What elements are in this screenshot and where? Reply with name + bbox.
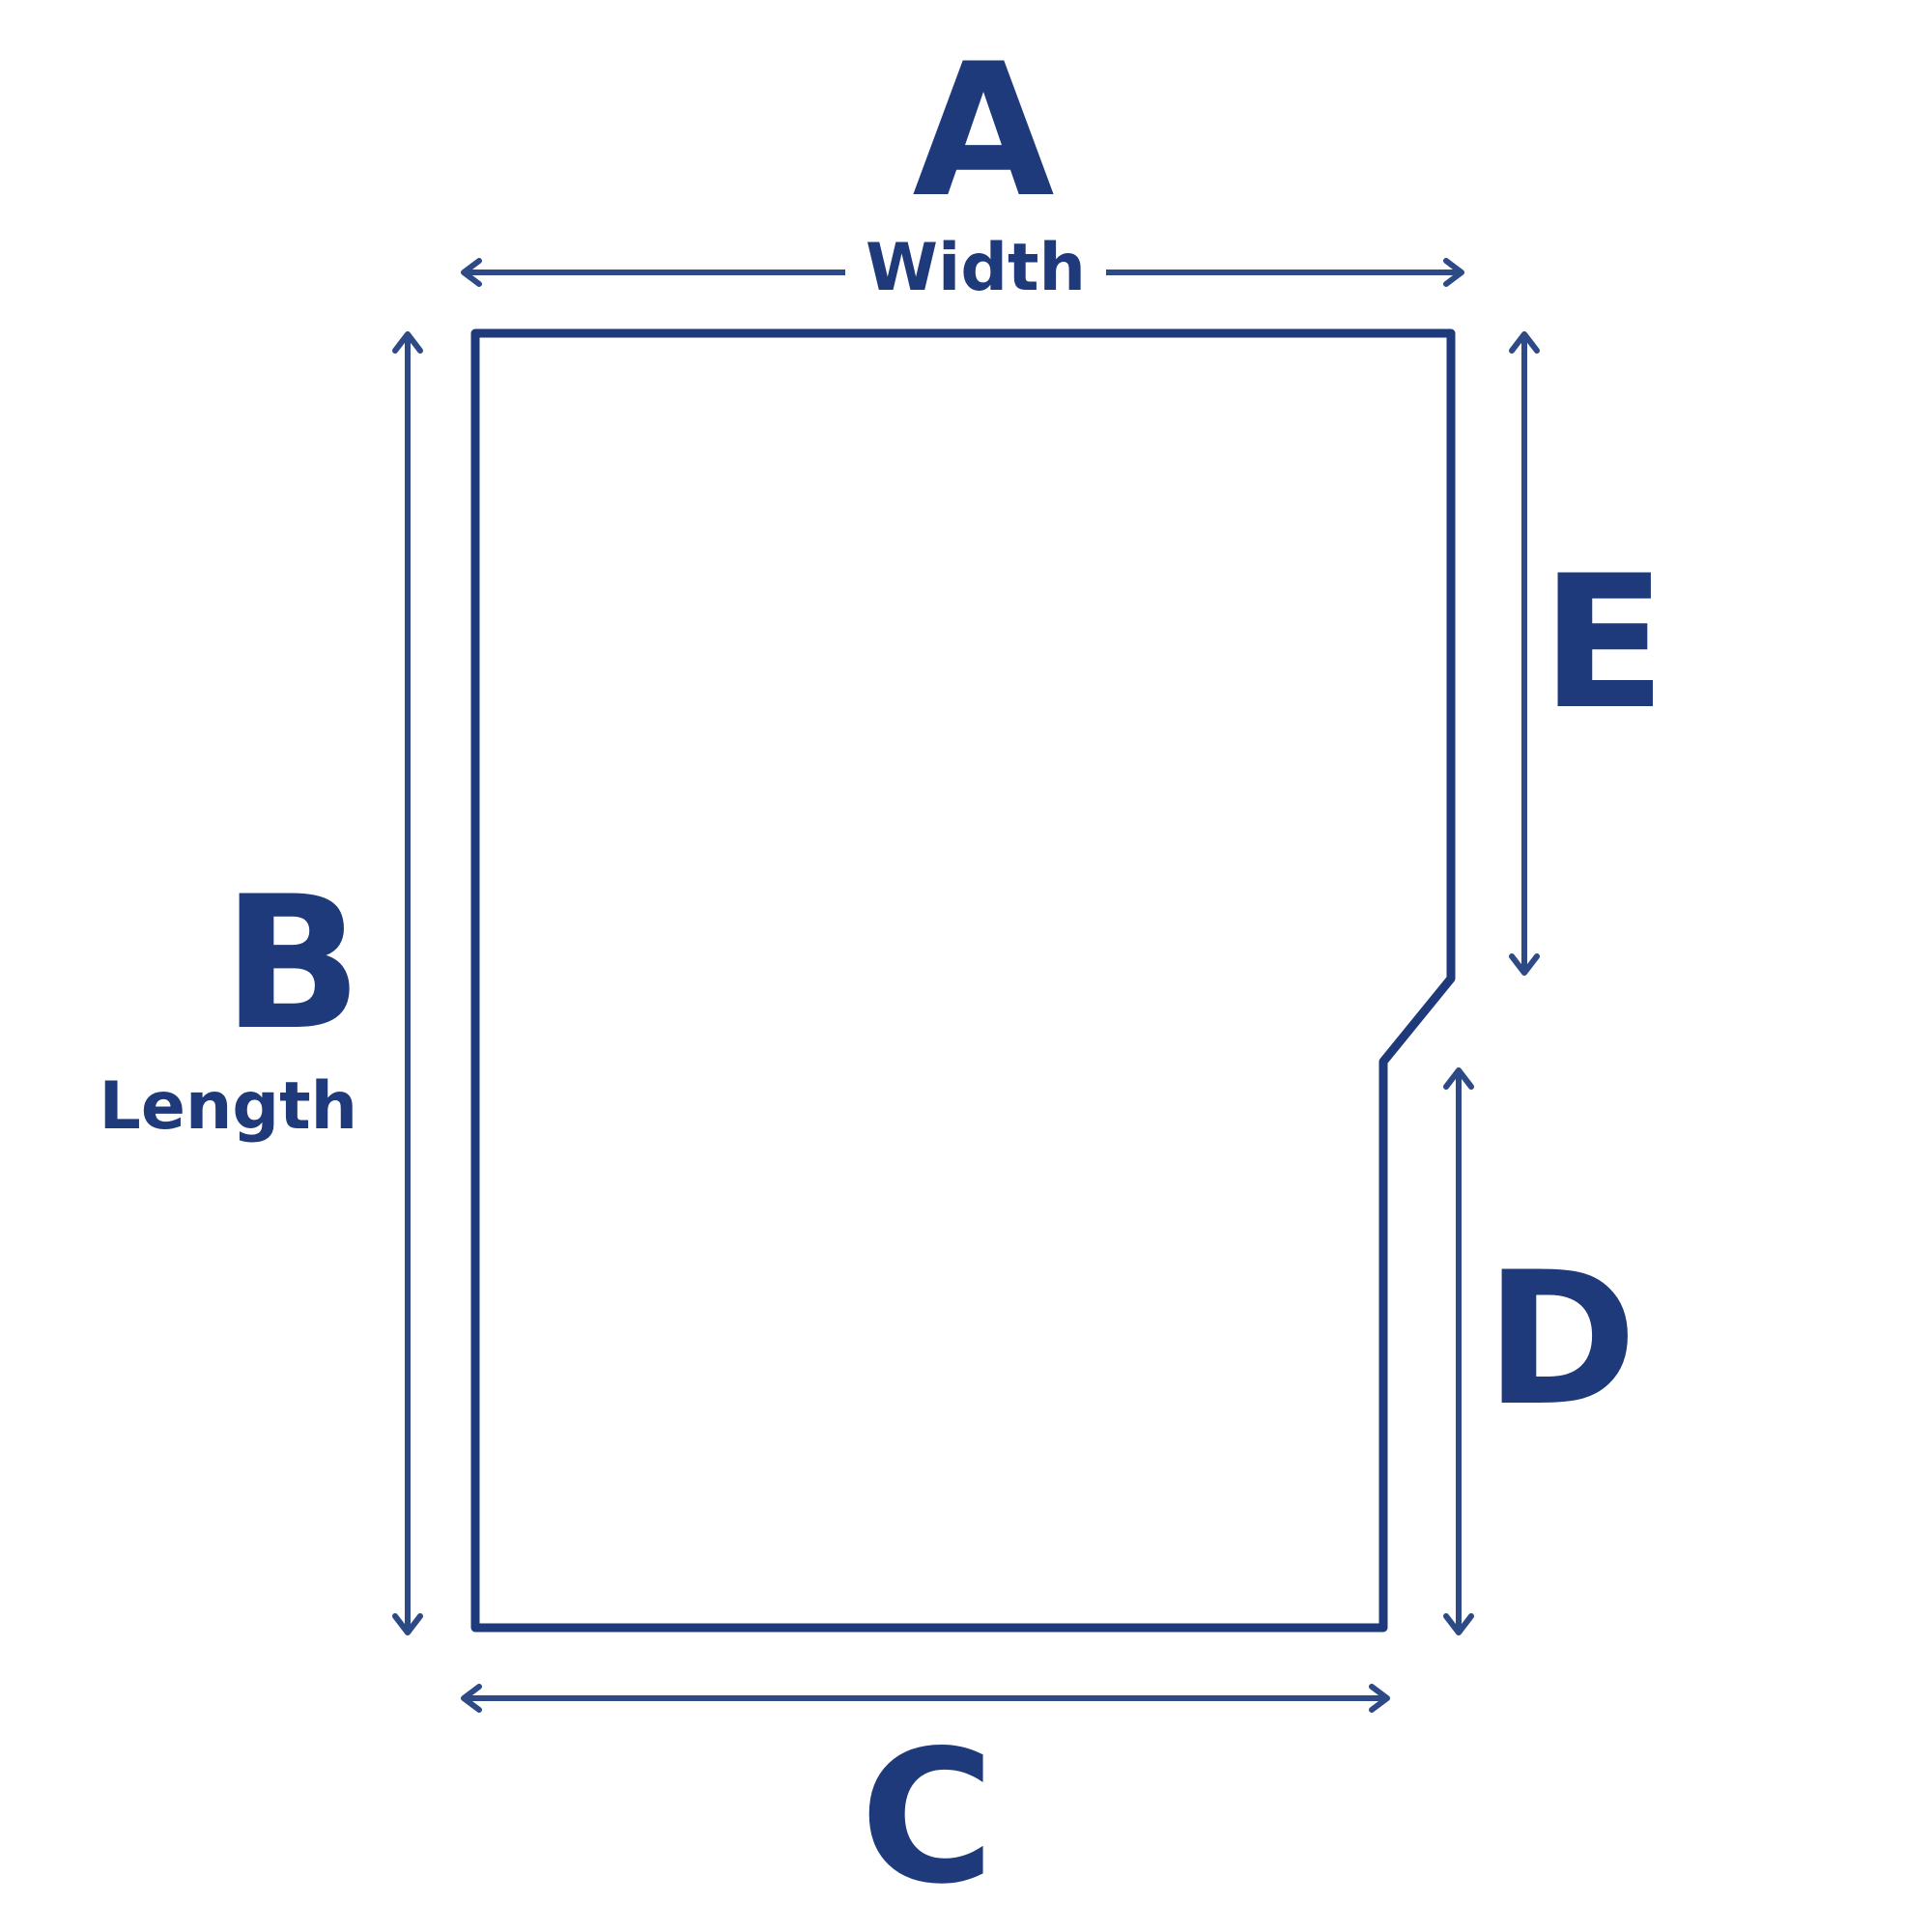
label-e: E xyxy=(1541,536,1666,750)
length-arrow xyxy=(392,331,423,1635)
width-arrow xyxy=(461,258,1464,287)
shape-outline xyxy=(470,328,1456,1633)
label-width: Width xyxy=(866,230,1086,306)
label-c: C xyxy=(860,1711,994,1924)
e-arrow xyxy=(1509,331,1540,976)
c-arrow xyxy=(461,1684,1390,1713)
d-arrow xyxy=(1443,1067,1474,1635)
label-a: A xyxy=(912,24,1054,238)
label-d: D xyxy=(1485,1233,1637,1446)
label-b: B xyxy=(222,857,362,1070)
label-length: Length xyxy=(99,1068,357,1145)
